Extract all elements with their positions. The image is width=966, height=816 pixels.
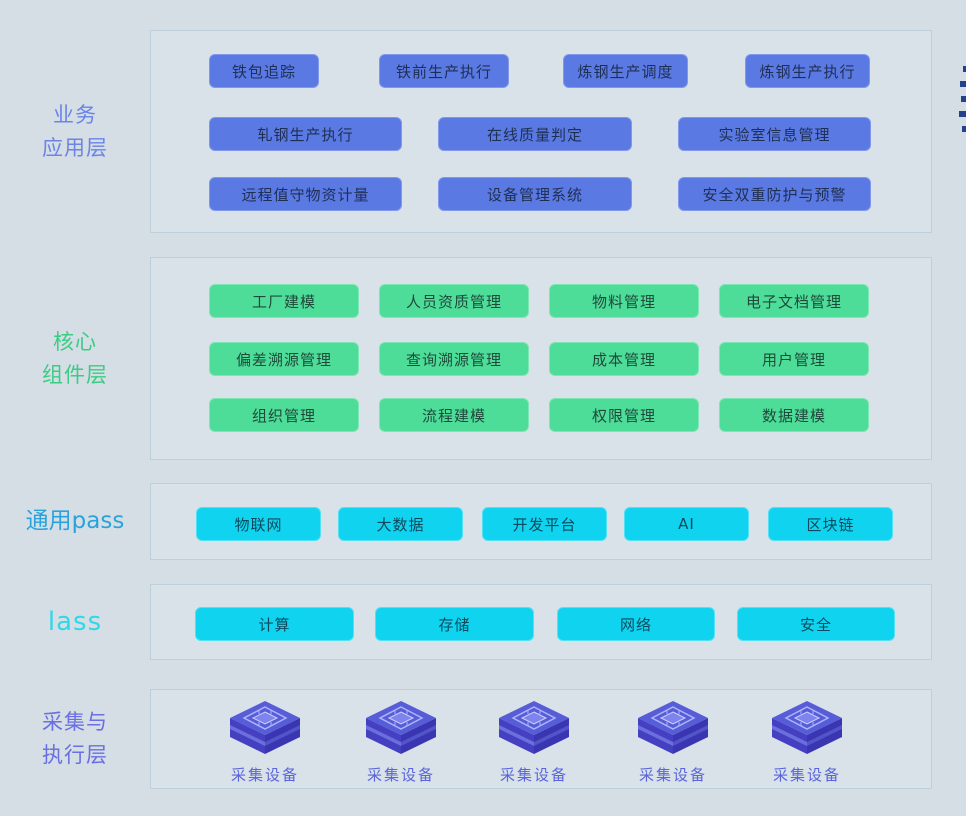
module-pill[interactable]: 流程建模 (379, 398, 529, 432)
layer-label-line: 通用pass (25, 507, 125, 534)
module-pill[interactable]: 存储 (375, 607, 534, 641)
module-pill[interactable]: 区块链 (768, 507, 893, 541)
module-pill[interactable]: 成本管理 (549, 342, 699, 376)
layer-label-collection-execution: 采集与 执行层 (0, 689, 150, 789)
layer-label-line: 执行层 (42, 743, 108, 767)
module-pill[interactable]: 偏差溯源管理 (209, 342, 359, 376)
device-cube-icon (499, 701, 569, 754)
device-item: 采集设备 (759, 700, 855, 785)
dot (963, 66, 966, 72)
panel-paas: 物联网 大数据 开发平台 AI 区块链 (150, 483, 932, 560)
module-pill[interactable]: 人员资质管理 (379, 284, 529, 318)
device-label: 采集设备 (366, 766, 435, 784)
dot (960, 81, 966, 87)
layer-label-iaas: lass (0, 584, 150, 660)
module-pill[interactable]: 查询溯源管理 (379, 342, 529, 376)
module-pill[interactable]: 组织管理 (209, 398, 359, 432)
module-pill[interactable]: 轧钢生产执行 (209, 117, 402, 151)
module-pill[interactable]: 铁包追踪 (209, 54, 319, 88)
module-pill[interactable]: 炼钢生产调度 (563, 54, 688, 88)
panel-iaas: 计算 存储 网络 安全 (150, 584, 932, 660)
module-pill[interactable]: 权限管理 (549, 398, 699, 432)
module-pill[interactable]: 设备管理系统 (438, 177, 632, 211)
dot (962, 126, 966, 132)
module-pill[interactable]: 开发平台 (482, 507, 607, 541)
module-pill[interactable]: 电子文档管理 (719, 284, 869, 318)
module-pill[interactable]: 工厂建模 (209, 284, 359, 318)
device-cube-icon (638, 701, 708, 754)
panel-core-components: 工厂建模 人员资质管理 物料管理 电子文档管理 偏差溯源管理 查询溯源管理 成本… (150, 257, 932, 460)
module-pill[interactable]: AI (624, 507, 749, 541)
layer-label-line: 应用层 (42, 135, 108, 160)
layer-label-line: 核心 (53, 329, 97, 354)
panel-collection-execution: 采集设备 采集设备 (150, 689, 932, 789)
module-pill[interactable]: 网络 (557, 607, 715, 641)
device-label: 采集设备 (230, 766, 299, 784)
module-pill[interactable]: 物料管理 (549, 284, 699, 318)
device-cube-icon (772, 701, 842, 754)
module-pill[interactable]: 安全双重防护与预警 (678, 177, 871, 211)
device-cube-icon (366, 701, 436, 754)
panel-business-apps: 铁包追踪 铁前生产执行 炼钢生产调度 炼钢生产执行 轧钢生产执行 在线质量判定 … (150, 30, 932, 233)
layer-label-line: lass (47, 606, 103, 637)
module-pill[interactable]: 数据建模 (719, 398, 869, 432)
module-pill[interactable]: 铁前生产执行 (379, 54, 509, 88)
module-pill[interactable]: 大数据 (338, 507, 463, 541)
device-item: 采集设备 (486, 700, 582, 785)
module-pill[interactable]: 计算 (195, 607, 354, 641)
module-pill[interactable]: 实验室信息管理 (678, 117, 871, 151)
dots-decoration-icon (959, 66, 966, 141)
layer-label-line: 组件层 (42, 362, 108, 387)
dot (961, 96, 966, 102)
module-pill[interactable]: 炼钢生产执行 (745, 54, 870, 88)
device-item: 采集设备 (353, 700, 449, 785)
layer-label-paas: 通用pass (0, 483, 150, 560)
layer-label-core-components: 核心 组件层 (0, 257, 150, 460)
module-pill[interactable]: 在线质量判定 (438, 117, 632, 151)
device-label: 采集设备 (772, 766, 841, 784)
device-label: 采集设备 (499, 766, 568, 784)
module-pill[interactable]: 远程值守物资计量 (209, 177, 402, 211)
layer-label-business-apps: 业务 应用层 (0, 30, 150, 233)
module-pill[interactable]: 物联网 (196, 507, 321, 541)
layer-label-line: 业务 (53, 102, 97, 127)
dot (959, 111, 966, 117)
device-label: 采集设备 (638, 766, 707, 784)
layer-label-line: 采集与 (42, 710, 108, 735)
module-pill[interactable]: 安全 (737, 607, 895, 641)
device-item: 采集设备 (217, 700, 313, 785)
device-item: 采集设备 (625, 700, 721, 785)
module-pill[interactable]: 用户管理 (719, 342, 869, 376)
device-cube-icon (230, 701, 300, 754)
